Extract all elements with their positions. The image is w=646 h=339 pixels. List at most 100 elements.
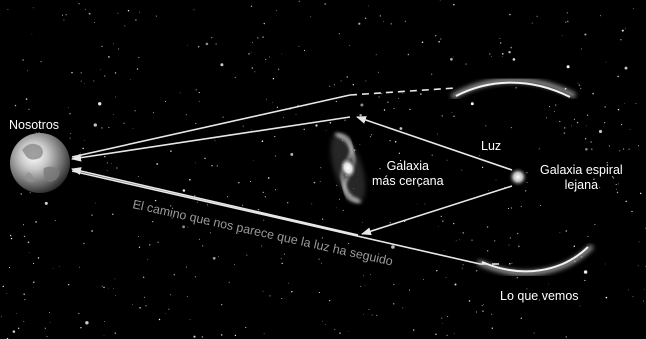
star — [586, 125, 587, 127]
star — [262, 36, 264, 38]
star — [409, 108, 411, 111]
star — [344, 119, 346, 121]
star — [281, 298, 283, 299]
star — [2, 285, 5, 288]
star — [566, 65, 570, 69]
star — [483, 304, 484, 306]
star — [276, 106, 279, 108]
star — [16, 313, 18, 315]
star — [282, 117, 284, 118]
star — [216, 165, 218, 167]
star — [453, 3, 455, 6]
star — [555, 104, 557, 106]
star — [435, 333, 437, 336]
star — [114, 278, 116, 280]
apparent-path-bottom — [71, 170, 481, 265]
star — [580, 87, 582, 89]
star — [85, 321, 89, 325]
star — [250, 51, 252, 53]
star — [262, 290, 264, 292]
star — [266, 98, 267, 100]
star — [82, 147, 84, 150]
star — [117, 12, 119, 14]
star — [214, 140, 216, 141]
star — [383, 109, 386, 111]
star — [439, 0, 441, 1]
star — [220, 63, 224, 67]
light-ray-top-to-earth — [71, 116, 351, 162]
star — [149, 244, 151, 246]
star — [486, 226, 489, 228]
star — [29, 192, 31, 194]
star — [98, 102, 102, 106]
star — [281, 53, 283, 55]
star — [335, 100, 337, 103]
star — [476, 311, 477, 313]
star — [182, 189, 186, 192]
star — [360, 285, 362, 288]
star — [533, 332, 535, 334]
star — [612, 177, 615, 179]
star — [393, 283, 395, 286]
star — [398, 152, 401, 154]
star — [624, 103, 625, 104]
star — [510, 126, 513, 129]
star — [516, 232, 519, 235]
star — [362, 221, 363, 223]
star — [132, 304, 134, 305]
apparent-path-top — [71, 94, 351, 158]
star — [333, 84, 335, 86]
star — [215, 43, 217, 45]
star — [211, 165, 213, 167]
star — [130, 78, 131, 80]
star — [261, 140, 264, 142]
star — [340, 80, 342, 82]
distant-galaxy-icon — [508, 167, 528, 187]
star — [629, 129, 631, 130]
star — [101, 127, 103, 129]
star — [621, 29, 624, 32]
star — [370, 134, 373, 136]
star — [391, 245, 395, 249]
star — [263, 219, 265, 221]
star — [643, 288, 645, 290]
star — [291, 290, 293, 293]
star — [80, 72, 82, 74]
star — [461, 267, 463, 269]
star — [491, 327, 493, 329]
star — [625, 200, 627, 203]
star — [35, 221, 37, 223]
star — [242, 125, 244, 127]
star — [565, 336, 567, 338]
star — [594, 223, 596, 225]
star — [95, 202, 97, 204]
star — [315, 124, 318, 127]
star — [189, 319, 191, 321]
star — [508, 295, 510, 297]
star — [461, 169, 463, 171]
star — [22, 59, 24, 61]
star — [638, 241, 640, 243]
star — [453, 332, 455, 334]
observer-label: Nosotros — [9, 118, 60, 132]
star — [325, 130, 327, 132]
star — [143, 296, 145, 298]
star — [338, 33, 340, 35]
star — [17, 327, 20, 330]
star — [516, 276, 519, 279]
star — [377, 71, 379, 73]
star — [481, 305, 483, 306]
star — [322, 320, 323, 322]
star — [565, 21, 567, 23]
star — [340, 249, 342, 251]
star — [573, 245, 576, 247]
star — [440, 215, 442, 218]
star — [156, 163, 159, 165]
star — [124, 25, 126, 27]
apparent-path-label: El camino que nos parece que la luz ha s… — [131, 197, 394, 268]
star — [563, 173, 565, 175]
star — [421, 41, 424, 43]
star — [28, 108, 30, 110]
star — [559, 120, 561, 122]
star — [238, 181, 240, 184]
